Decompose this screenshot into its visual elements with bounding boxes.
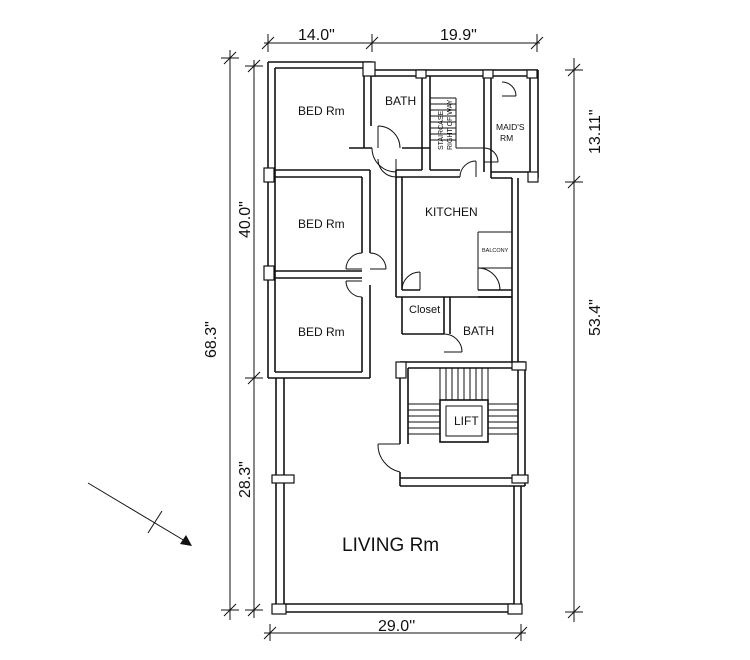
dim-label-bottom: 29.0'' xyxy=(378,618,415,635)
room-label-bath-top: BATH xyxy=(385,94,416,108)
lift-stairs xyxy=(408,367,518,443)
room-label-staircase: STAIRCASE xyxy=(438,111,445,150)
dim-label-left-upper: 40.0" xyxy=(237,201,254,238)
north-arrow-icon xyxy=(87,482,192,546)
room-label-balcony: BALCONY xyxy=(482,248,509,254)
room-label-bed2: BED Rm xyxy=(298,217,345,231)
room-label-closet: Closet xyxy=(409,304,440,316)
room-label-lift: LIFT xyxy=(454,414,479,428)
walls xyxy=(267,61,539,613)
room-label-bath-mid: BATH xyxy=(463,324,494,338)
columns xyxy=(263,61,539,615)
lift-shaft xyxy=(439,399,489,443)
dim-label-top-left: 14.0" xyxy=(298,27,335,44)
staircase-top xyxy=(430,97,484,149)
dim-label-left-total: 68.3" xyxy=(203,321,220,358)
room-label-right-of-way: RIGHT OF WAY xyxy=(447,99,454,150)
room-label-bed1: BED Rm xyxy=(298,104,345,118)
dimension-lines xyxy=(221,34,583,641)
room-label-bed3: BED Rm xyxy=(298,325,345,339)
room-label-maids-line1: MAID'S xyxy=(496,122,525,132)
room-label-maids-line2: RM xyxy=(500,133,513,143)
dim-label-top-right: 19.9" xyxy=(440,27,477,44)
dim-label-right-upper: 13.11" xyxy=(587,109,604,154)
dim-label-right-total: 53.4" xyxy=(587,299,604,336)
room-label-kitchen: KITCHEN xyxy=(425,205,478,219)
room-labels: BED Rm BATH STAIRCASE RIGHT OF WAY MAID'… xyxy=(298,94,525,556)
room-label-living: LIVING Rm xyxy=(342,535,439,556)
doors xyxy=(345,81,517,473)
dimension-labels: 14.0" 19.9" 29.0'' 40.0" 68.3" 28.3" 13.… xyxy=(203,27,604,635)
dim-label-left-lower: 28.3" xyxy=(237,461,254,498)
